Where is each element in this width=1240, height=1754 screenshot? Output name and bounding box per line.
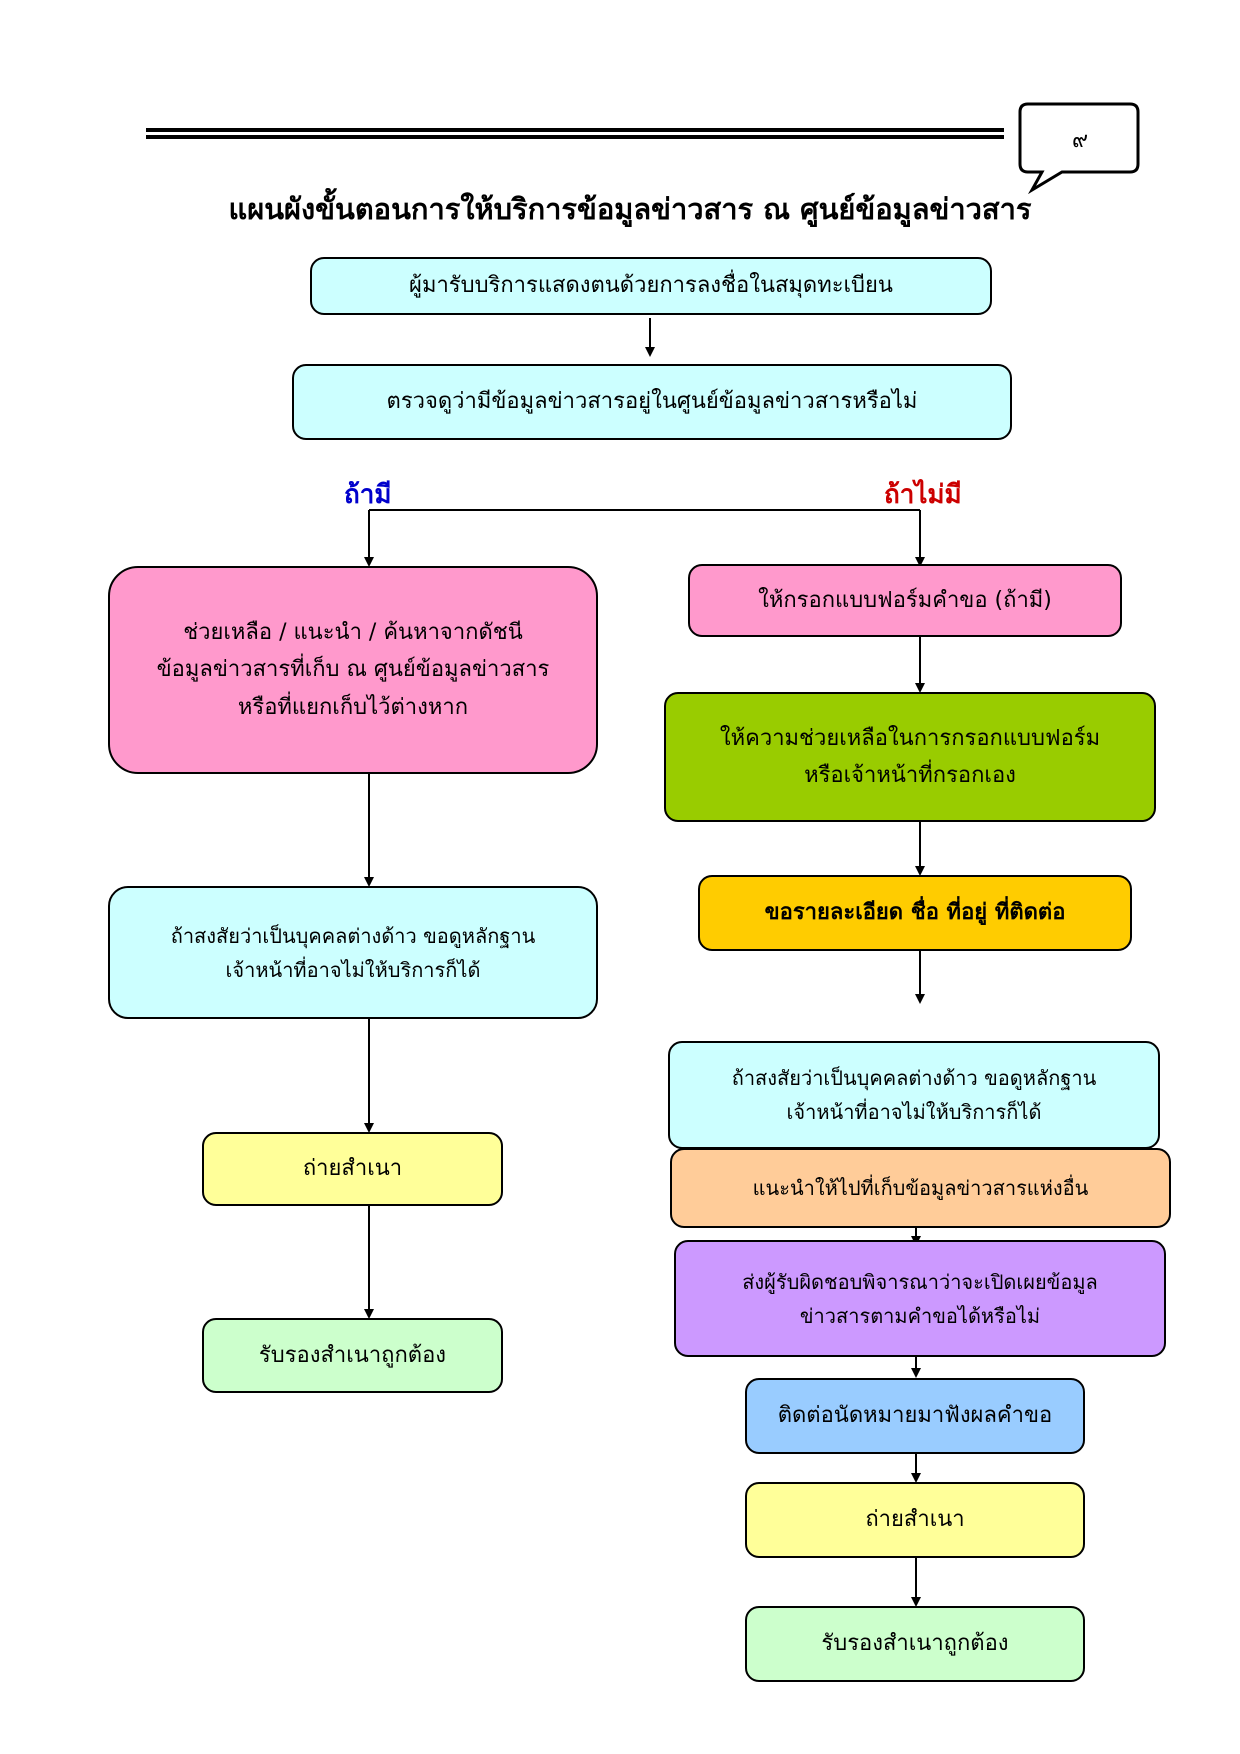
- right-assist-box: ให้ความช่วยเหลือในการกรอกแบบฟอร์ม หรือเจ…: [664, 692, 1156, 822]
- right-certify-box: รับรองสำเนาถูกต้อง: [745, 1606, 1085, 1682]
- left-certify-box: รับรองสำเนาถูกต้อง: [202, 1318, 503, 1393]
- left-copy-box: ถ่ายสำเนา: [202, 1132, 503, 1206]
- step-check-info-text: ตรวจดูว่ามีข้อมูลข่าวสารอยู่ในศูนย์ข้อมู…: [386, 389, 918, 415]
- right-foreigner-box: ถ้าสงสัยว่าเป็นบุคคลต่างด้าว ขอดูหลักฐาน…: [668, 1041, 1160, 1149]
- left-help-box: ช่วยเหลือ / แนะนำ / ค้นหาจากดัชนี ข้อมูล…: [108, 566, 598, 774]
- header-rule-bottom: [146, 135, 1004, 139]
- right-form-box: ให้กรอกแบบฟอร์มคำขอ (ถ้ามี): [688, 564, 1122, 637]
- right-redirect-box: แนะนำให้ไปที่เก็บข้อมูลข่าวสารแห่งอื่น: [670, 1148, 1171, 1228]
- page-title: แผนผังขั้นตอนการให้บริการข้อมูลข่าวสาร ณ…: [228, 192, 1032, 226]
- step-check-info: ตรวจดูว่ามีข้อมูลข่าวสารอยู่ในศูนย์ข้อมู…: [292, 364, 1012, 440]
- branch-label-yes: ถ้ามี: [344, 480, 392, 510]
- right-appointment-box: ติดต่อนัดหมายมาฟังผลคำขอ: [745, 1378, 1085, 1454]
- right-copy-box: ถ่ายสำเนา: [745, 1482, 1085, 1558]
- left-foreigner-box: ถ้าสงสัยว่าเป็นบุคคลต่างด้าว ขอดูหลักฐาน…: [108, 886, 598, 1019]
- step-register-text: ผู้มารับบริการแสดงตนด้วยการลงชื่อในสมุดท…: [409, 273, 893, 299]
- step-register: ผู้มารับบริการแสดงตนด้วยการลงชื่อในสมุดท…: [310, 257, 992, 315]
- page-number: ๙: [1071, 128, 1089, 153]
- page-number-bubble: [1018, 102, 1140, 194]
- right-consider-box: ส่งผู้รับผิดชอบพิจารณาว่าจะเปิดเผยข้อมูล…: [674, 1240, 1166, 1357]
- branch-label-no: ถ้าไม่มี: [884, 480, 962, 510]
- header-rule-top: [146, 128, 1004, 132]
- right-details-box: ขอรายละเอียด ชื่อ ที่อยู่ ที่ติดต่อ: [698, 875, 1132, 951]
